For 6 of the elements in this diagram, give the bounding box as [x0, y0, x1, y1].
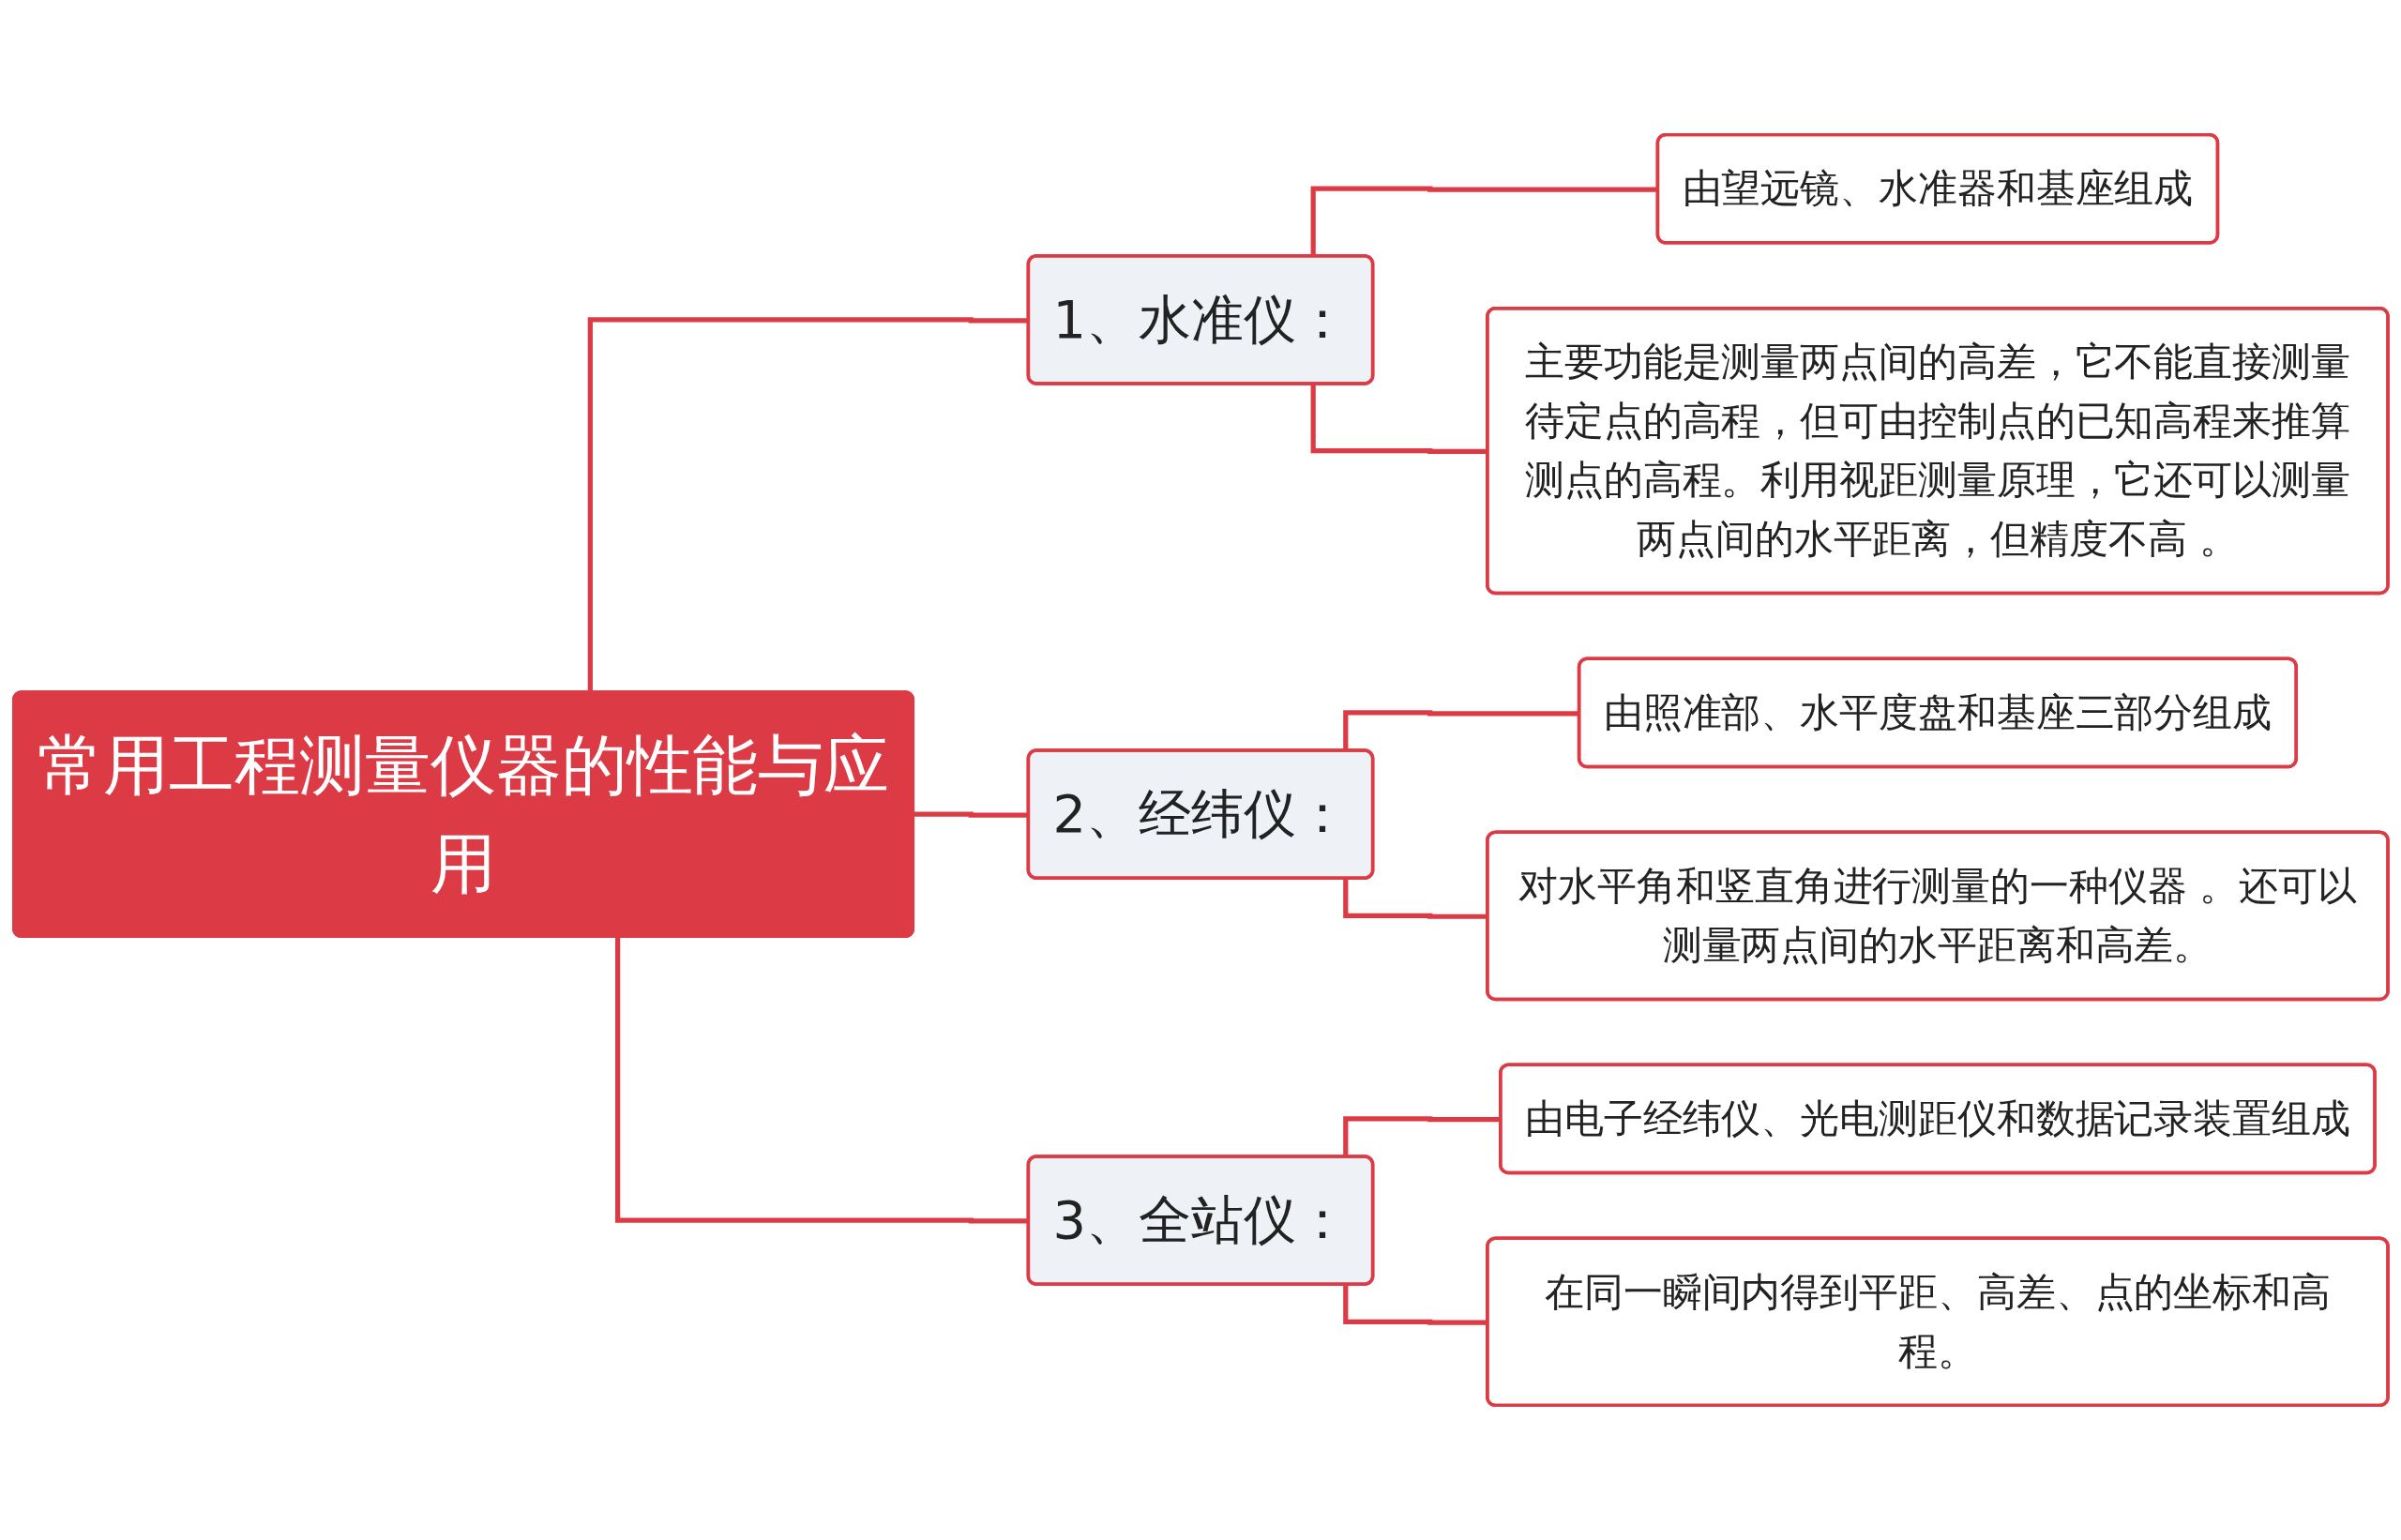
- connector: [1343, 710, 1580, 751]
- connector: [1343, 1285, 1488, 1325]
- connector: [1343, 879, 1488, 919]
- connector: [1343, 1116, 1502, 1157]
- connector: [1310, 384, 1488, 455]
- connector: [912, 811, 1030, 818]
